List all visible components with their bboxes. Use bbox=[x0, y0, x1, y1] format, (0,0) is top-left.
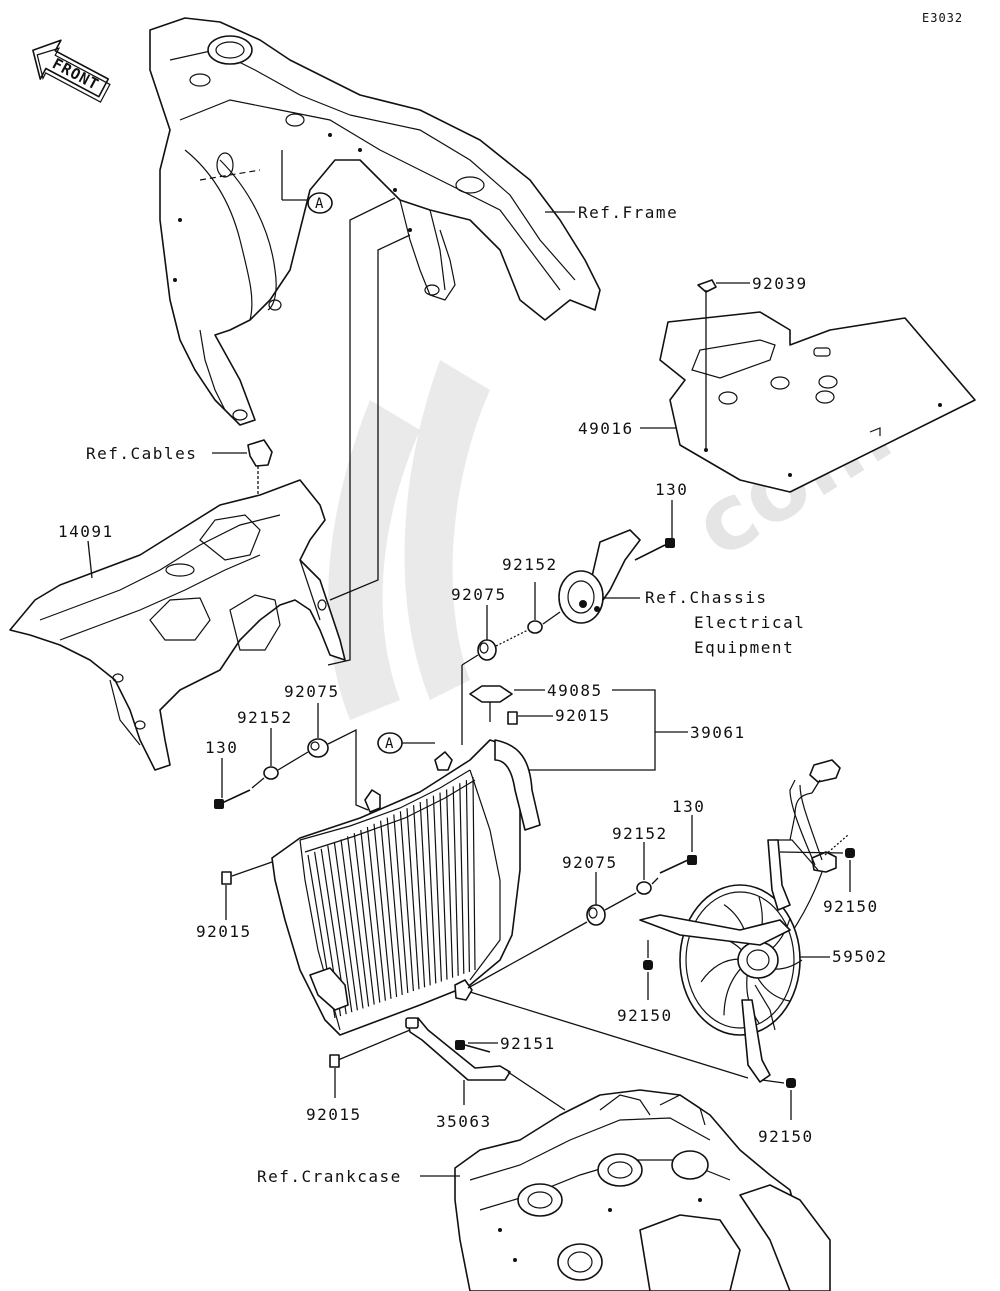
clip-92015-bottom bbox=[329, 1054, 340, 1068]
bolt-130-top bbox=[634, 538, 675, 561]
label-92075-left: 92075 bbox=[284, 682, 340, 701]
label-92152-top: 92152 bbox=[502, 555, 558, 574]
radiator-fin bbox=[472, 776, 476, 971]
label-14091: 14091 bbox=[58, 522, 114, 541]
bolt-92150-a bbox=[845, 848, 855, 858]
radiator-fin bbox=[353, 833, 375, 1005]
bolt-92151 bbox=[455, 1040, 491, 1053]
label-130-top: 130 bbox=[655, 480, 688, 499]
label-92152-left: 92152 bbox=[237, 708, 293, 727]
cover-49016-part bbox=[659, 311, 976, 493]
label-92015-top: 92015 bbox=[555, 706, 611, 725]
radiator-fin bbox=[406, 808, 420, 990]
bolt-130-left bbox=[214, 789, 251, 809]
radiator-cap-49085 bbox=[469, 685, 513, 722]
cable-clamp-part bbox=[247, 439, 273, 495]
clip-92015-left bbox=[221, 871, 232, 885]
radiator-fin bbox=[366, 826, 386, 1001]
label-ref-frame: Ref.Frame bbox=[578, 203, 678, 222]
label-39061: 39061 bbox=[690, 723, 746, 742]
bracket-35063-part bbox=[405, 1017, 511, 1081]
horn-part bbox=[558, 529, 641, 624]
label-ref-cables: Ref.Cables bbox=[86, 444, 197, 463]
grommet-92075-top bbox=[477, 639, 497, 661]
radiator-fin bbox=[432, 795, 442, 982]
grommet-92075-right bbox=[586, 904, 606, 926]
shroud-14091-part bbox=[9, 479, 346, 771]
radiator-fin bbox=[426, 798, 437, 984]
label-92039: 92039 bbox=[752, 274, 808, 293]
label-92015-left: 92015 bbox=[196, 922, 252, 941]
label-49016: 49016 bbox=[578, 419, 634, 438]
label-92075-top: 92075 bbox=[451, 585, 507, 604]
radiator-fin bbox=[360, 829, 381, 1003]
radiator-fin bbox=[327, 845, 353, 1013]
label-49085: 49085 bbox=[547, 681, 603, 700]
label-92151: 92151 bbox=[500, 1034, 556, 1053]
collar-92152-top bbox=[527, 620, 543, 634]
label-92150-b: 92150 bbox=[617, 1006, 673, 1025]
connector-icon bbox=[789, 759, 841, 841]
radiator-fin bbox=[452, 786, 459, 976]
label-ref-chassis-3: Equipment bbox=[694, 638, 794, 657]
collar-92152-right bbox=[636, 881, 652, 895]
front-label: FRONT bbox=[49, 54, 102, 93]
radiator-fins bbox=[307, 776, 476, 1019]
radiator-fin bbox=[399, 811, 414, 992]
label-35063: 35063 bbox=[436, 1112, 492, 1131]
collar-92152-left bbox=[263, 766, 279, 780]
radiator-fin bbox=[340, 839, 364, 1009]
frame-part bbox=[149, 17, 601, 426]
radiator-fin bbox=[386, 817, 403, 996]
label-92150-a: 92150 bbox=[823, 897, 879, 916]
radiator-fin bbox=[459, 783, 465, 974]
label-92075-right: 92075 bbox=[562, 853, 618, 872]
radiator-39061-part bbox=[271, 739, 541, 1036]
sheet-code: E3032 bbox=[922, 11, 963, 25]
clip-92015-top bbox=[507, 711, 518, 725]
radiator-fin bbox=[333, 842, 358, 1011]
label-92015-bottom: 92015 bbox=[306, 1105, 362, 1124]
bolt-130-right bbox=[659, 855, 697, 874]
front-arrow-icon: FRONT bbox=[32, 39, 111, 103]
radiator-fin bbox=[439, 792, 448, 980]
label-ref-chassis-1: Ref.Chassis bbox=[645, 588, 767, 607]
radiator-fin bbox=[446, 789, 454, 978]
radiator-fin bbox=[347, 836, 370, 1007]
radiator-fin bbox=[419, 801, 431, 986]
radiator-fin bbox=[380, 820, 398, 997]
grommet-92075-left bbox=[307, 738, 329, 758]
radiator-fin bbox=[373, 823, 392, 999]
fan-59502-part bbox=[639, 779, 837, 1083]
radiator-fin bbox=[393, 814, 409, 994]
bolt-92150-b bbox=[643, 960, 653, 970]
label-130-right: 130 bbox=[672, 797, 705, 816]
label-92150-c: 92150 bbox=[758, 1127, 814, 1146]
radiator-fin bbox=[465, 780, 470, 972]
label-ref-crankcase: Ref.Crankcase bbox=[257, 1167, 402, 1186]
label-59502: 59502 bbox=[832, 947, 888, 966]
radiator-fin bbox=[413, 805, 426, 988]
label-130-left: 130 bbox=[205, 738, 238, 757]
label-92152-right: 92152 bbox=[612, 824, 668, 843]
callout-a-top: A bbox=[315, 196, 324, 212]
label-ref-chassis-2: Electrical bbox=[694, 613, 805, 632]
crankcase-part bbox=[454, 1089, 831, 1291]
bolt-92150-c bbox=[786, 1078, 796, 1088]
callout-a-mid: A bbox=[385, 736, 394, 752]
